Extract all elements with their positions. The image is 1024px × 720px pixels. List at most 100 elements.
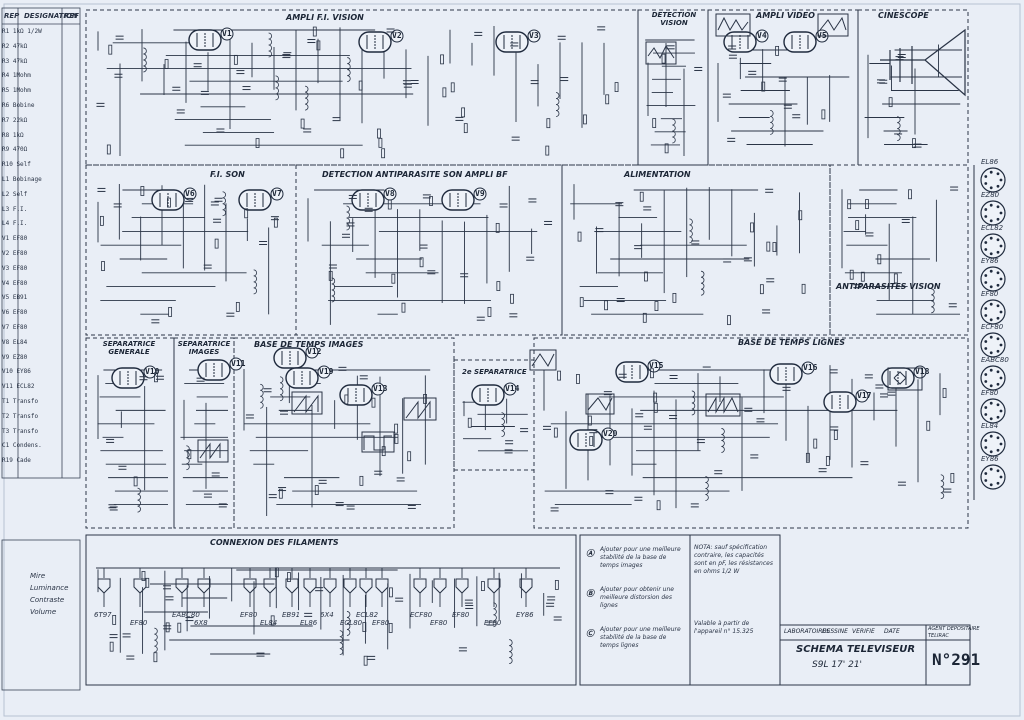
tube-v9 — [441, 187, 487, 211]
filament-symbol — [359, 568, 373, 607]
note-marker-a: Ⓐ — [586, 549, 594, 558]
tube-v19 — [285, 365, 331, 389]
filament-symbol — [197, 568, 211, 607]
tube-label: V12 — [307, 347, 322, 356]
legend-row: V7 EF80 — [2, 324, 28, 331]
filament-label: EL84 — [260, 619, 278, 627]
tube-v6 — [151, 187, 197, 211]
filament-symbol — [433, 568, 447, 607]
legend-row: R2 47kΩ — [2, 42, 28, 50]
legend-row: V5 EB91 — [2, 294, 28, 302]
tube-v10 — [111, 365, 157, 389]
wiring — [97, 26, 962, 656]
filament-symbol — [263, 568, 277, 607]
titleblock-drawn: DESSINE — [822, 628, 848, 635]
section-title-antiparasites-vision: ANTIPARASITES VISION — [836, 282, 941, 291]
right-tube-socket — [980, 464, 1006, 490]
right-tube-socket — [980, 266, 1006, 292]
titleblock-date: DATE — [884, 628, 900, 635]
tube-label: V2 — [392, 31, 402, 40]
tube-v1 — [188, 27, 234, 51]
tube-label: V7 — [272, 189, 282, 198]
legend-note: Luminance — [30, 584, 69, 592]
tube-v8 — [351, 187, 397, 211]
filament-label: EL86 — [300, 619, 318, 627]
filament-symbol — [375, 568, 389, 607]
legend-row: V9 EZ80 — [2, 353, 28, 361]
note-valid: Valable à partir de l'appareil n° 15.325 — [694, 620, 754, 635]
filament-label: EF80 — [484, 619, 502, 627]
right-tube-socket — [980, 365, 1006, 391]
legend-row: T2 Transfo — [2, 412, 39, 420]
filament-label: EF80 — [452, 611, 470, 619]
section-title-separatrice-2: 2e SEPARATRICE — [462, 368, 527, 376]
note-a: Ajouter pour une meilleure stabilité de … — [600, 546, 681, 569]
legend-row: V10 EY86 — [2, 368, 31, 376]
legend-row: V11 ECL82 — [2, 383, 35, 391]
note-marker-c: Ⓒ — [586, 629, 594, 638]
section-title-alimentation: ALIMENTATION — [624, 170, 691, 179]
tube-label: V20 — [603, 429, 618, 438]
right-tube-socket — [980, 299, 1006, 325]
section-title-fi-son: F.I. SON — [210, 170, 245, 179]
section-title-cinescope: CINESCOPE — [878, 11, 929, 20]
right-tube-label: EL84 — [981, 422, 999, 430]
legend-header-ref: REF — [64, 12, 79, 20]
tube-label: V4 — [757, 31, 767, 40]
section-title-base-temps-lignes: BASE DE TEMPS LIGNES — [738, 338, 846, 347]
legend-row: V3 EF80 — [2, 264, 28, 272]
tube-label: V5 — [817, 31, 827, 40]
legend-row: R10 Self — [2, 161, 31, 169]
sheet-number: N°291 — [932, 650, 981, 669]
filament-label: EF80 — [430, 619, 448, 627]
legend-row: T1 Transfo — [2, 398, 39, 405]
right-tube-label: EZ80 — [981, 191, 1000, 199]
right-tube-label: ECL82 — [981, 224, 1004, 232]
right-tube-socket — [980, 233, 1006, 259]
filament-label: EF80 — [240, 611, 258, 619]
legend-row: V8 EL84 — [2, 338, 28, 346]
section-title-detection-vision: DETECTION VISION — [651, 11, 697, 27]
tube-label: V14 — [505, 384, 520, 393]
tube-v20 — [569, 427, 615, 451]
cinescope-symbol — [880, 28, 966, 97]
sheet-title: SCHEMA TELEVISEUR — [796, 644, 916, 655]
filament-symbol — [285, 568, 299, 607]
filament-symbol — [487, 568, 501, 607]
tube-label: V19 — [319, 367, 334, 376]
filament-symbol — [519, 568, 533, 607]
legend-row: R9 470Ω — [2, 146, 28, 154]
tube-v3 — [495, 29, 541, 53]
tube-v14 — [471, 382, 517, 406]
filament-label: 6X8 — [194, 619, 208, 627]
filament-symbol — [243, 568, 257, 607]
legend-table — [1, 7, 81, 691]
filament-symbol — [413, 568, 427, 607]
filament-symbol — [133, 568, 147, 607]
filament-symbol — [343, 568, 357, 607]
filament-label: ECL82 — [356, 611, 379, 619]
filament-label: EABC80 — [172, 611, 200, 619]
titleblock-checked: VERIFIE — [852, 628, 875, 635]
filament-symbol — [323, 568, 337, 607]
right-tube-label: EY86 — [981, 257, 999, 265]
tube-v11 — [197, 357, 243, 381]
tube-v16 — [769, 361, 815, 385]
legend-row: R19 Cade — [2, 457, 31, 465]
section-title-detection-son: DETECTION ANTIPARASITE SON AMPLI BF — [322, 170, 508, 179]
legend-row: R4 1Mohm — [2, 72, 31, 80]
filament-label: EF80 — [372, 619, 390, 627]
section-title-ampli-video: AMPLI VIDEO — [756, 11, 815, 20]
tube-label: V18 — [915, 367, 930, 376]
section-frames — [85, 9, 969, 529]
right-tube-label: EABC80 — [981, 356, 1009, 364]
legend-row: C1 Condens. — [2, 442, 42, 450]
right-tube-label: EF80 — [981, 290, 999, 298]
legend-row: V1 EF80 — [2, 235, 28, 243]
right-tube-socket — [980, 167, 1006, 193]
legend-row: R1 1kΩ 1/2W — [2, 28, 42, 35]
tube-v18 — [881, 365, 927, 389]
legend-row: R3 47kΩ — [2, 57, 28, 65]
legend-row: L2 Self — [2, 190, 28, 198]
